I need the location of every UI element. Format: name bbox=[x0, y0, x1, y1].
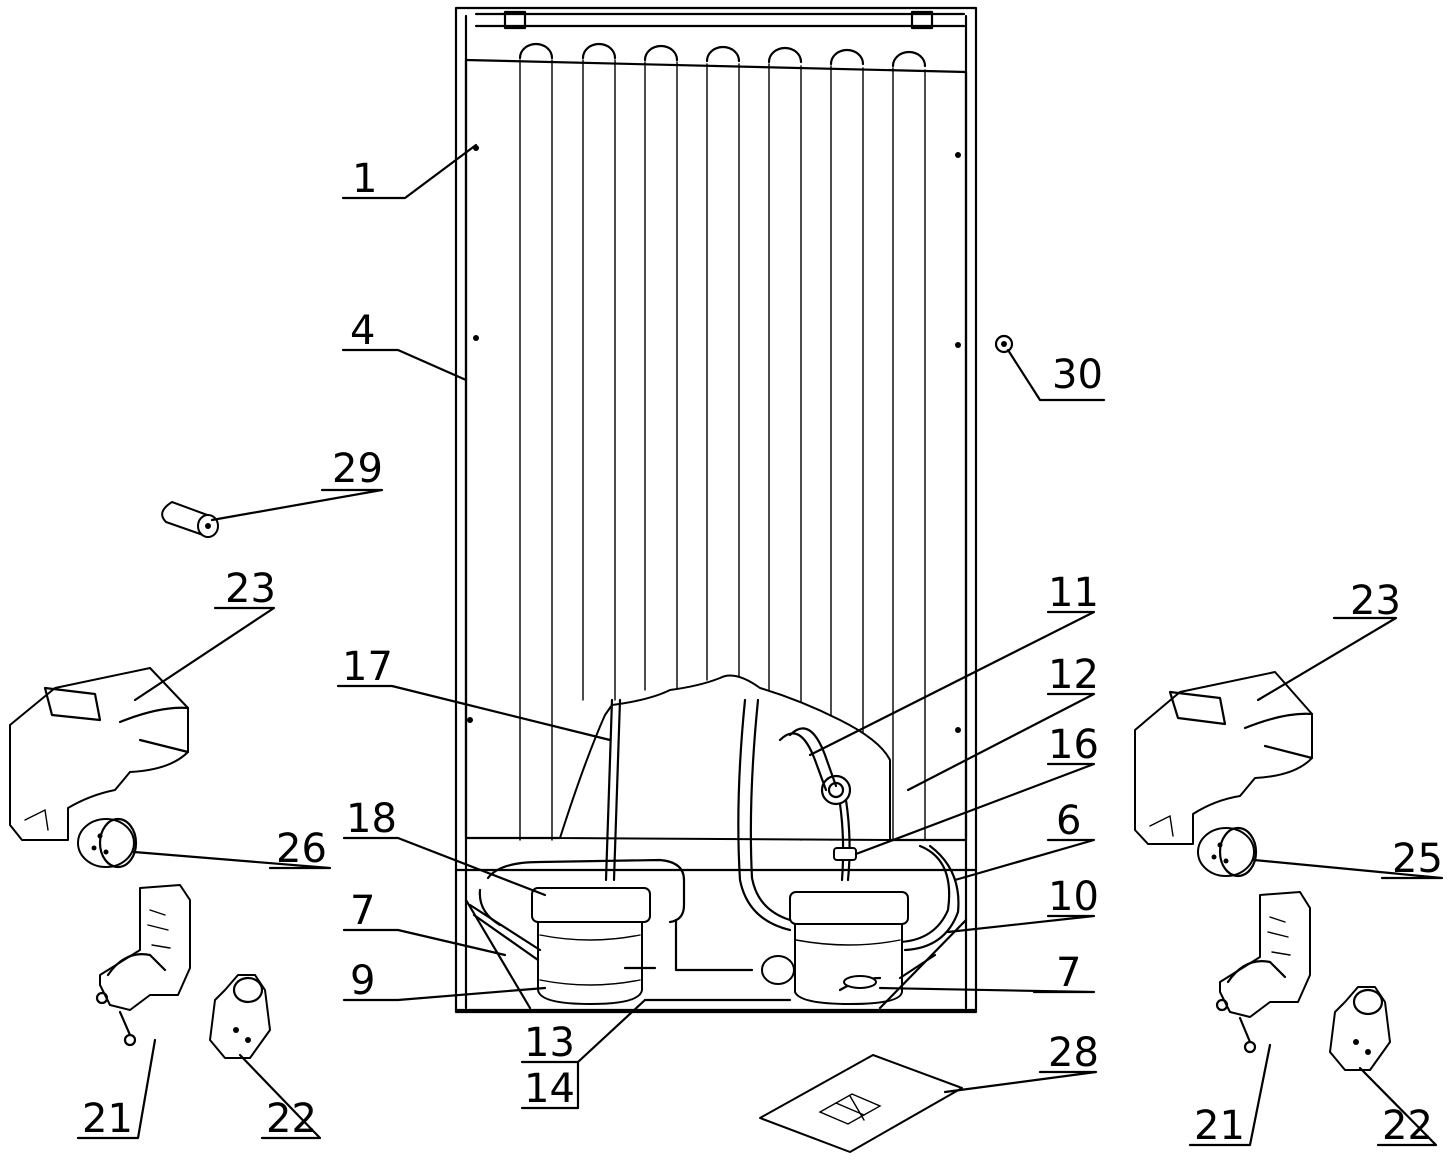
callout-7-right: 7 bbox=[1056, 950, 1081, 996]
callout-18: 18 bbox=[346, 796, 397, 842]
capacitor-25 bbox=[1197, 826, 1258, 878]
callout-30: 30 bbox=[1052, 352, 1103, 398]
callout-21-right: 21 bbox=[1194, 1103, 1245, 1149]
sleeve-29 bbox=[161, 501, 219, 538]
callout-9: 9 bbox=[350, 958, 375, 1004]
leader-lines bbox=[76, 143, 1444, 1147]
compressor-right bbox=[761, 891, 968, 1010]
callout-17: 17 bbox=[342, 644, 393, 690]
callout-29: 29 bbox=[332, 446, 383, 492]
callout-12: 12 bbox=[1048, 652, 1099, 698]
relay-21-right bbox=[1215, 891, 1311, 1054]
callout-25: 25 bbox=[1392, 836, 1443, 882]
callout-28: 28 bbox=[1048, 1030, 1099, 1076]
compressor-left bbox=[468, 887, 657, 1005]
callout-23-right: 23 bbox=[1350, 578, 1401, 624]
cover-23-left bbox=[9, 667, 190, 841]
overload-22-left bbox=[209, 974, 271, 1059]
callout-23-left: 23 bbox=[225, 566, 276, 612]
callout-labels: 1 4 30 29 23 23 11 17 12 16 18 6 26 25 7… bbox=[82, 156, 1443, 1149]
callout-22-right: 22 bbox=[1382, 1103, 1433, 1149]
callout-21-left: 21 bbox=[82, 1096, 133, 1142]
callout-4: 4 bbox=[350, 308, 375, 354]
grommet-30 bbox=[994, 334, 1014, 354]
manual-28 bbox=[759, 1054, 963, 1153]
overload-22-right bbox=[1329, 986, 1391, 1071]
refrigerant-tubing bbox=[478, 698, 960, 972]
callout-13: 13 bbox=[524, 1020, 575, 1066]
callout-10: 10 bbox=[1048, 874, 1099, 920]
callout-22-left: 22 bbox=[266, 1096, 317, 1142]
condenser-panel bbox=[464, 42, 968, 842]
callout-16: 16 bbox=[1048, 722, 1099, 768]
callout-14: 14 bbox=[524, 1066, 575, 1112]
capacitor-26 bbox=[77, 817, 138, 869]
callout-1: 1 bbox=[352, 156, 377, 202]
callout-7-left: 7 bbox=[350, 888, 375, 934]
callout-6: 6 bbox=[1056, 798, 1081, 844]
cover-23-right bbox=[1134, 671, 1314, 845]
callout-26: 26 bbox=[276, 826, 327, 872]
relay-21-left bbox=[95, 884, 191, 1047]
callout-11: 11 bbox=[1048, 570, 1099, 616]
